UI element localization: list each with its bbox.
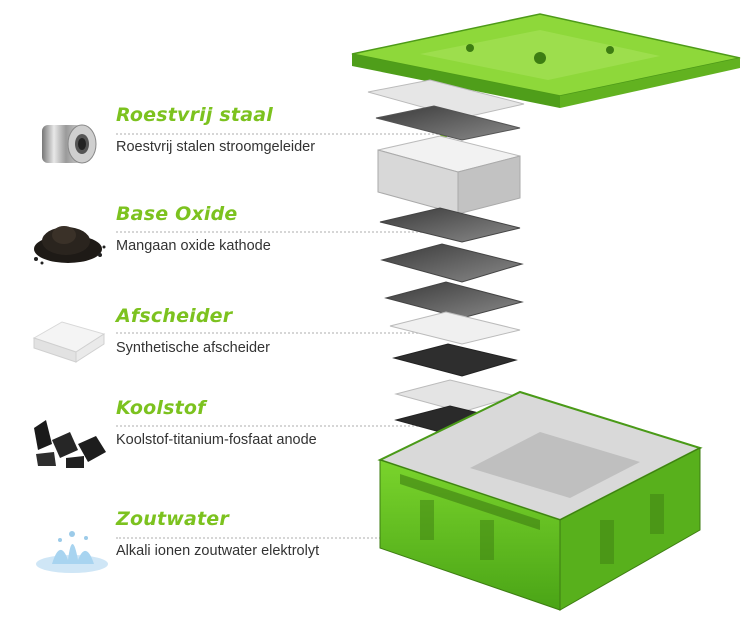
material-description: Alkali ionen zoutwater elektrolyt <box>116 543 320 559</box>
leader-line-stainless-steel <box>116 133 442 135</box>
material-title: Koolstof <box>116 397 206 419</box>
material-label-saltwater: Zoutwater Alkali ionen zoutwater elektro… <box>116 508 319 560</box>
material-description: Synthetische afscheider <box>116 340 270 356</box>
material-label-carbon: Koolstof Koolstof-titanium-fosfaat anode <box>116 397 317 449</box>
material-description: Koolstof-titanium-fosfaat anode <box>116 432 317 448</box>
carbon-chunks-icon <box>26 414 112 470</box>
leader-line-saltwater <box>116 537 520 539</box>
manganese-powder-icon <box>30 215 110 267</box>
separator-pad-icon <box>30 318 108 366</box>
stainless-steel-coil-icon <box>36 115 102 173</box>
water-splash-icon <box>32 524 112 576</box>
material-label-stainless-steel: Roestvrij staal Roestvrij stalen stroomg… <box>116 104 315 156</box>
cell-stack <box>367 79 525 439</box>
material-description: Mangaan oxide kathode <box>116 238 271 254</box>
material-title: Zoutwater <box>116 508 229 530</box>
leader-line-base-oxide <box>116 231 442 233</box>
leader-line-separator <box>116 332 442 334</box>
battery-lid <box>351 13 741 108</box>
material-label-separator: Afscheider Synthetische afscheider <box>116 305 270 357</box>
material-title: Base Oxide <box>116 203 238 225</box>
material-title: Roestvrij staal <box>116 104 273 126</box>
material-title: Afscheider <box>116 305 233 327</box>
leader-line-carbon <box>116 425 442 427</box>
material-label-base-oxide: Base Oxide Mangaan oxide kathode <box>116 203 271 255</box>
material-description: Roestvrij stalen stroomgeleider <box>116 139 316 155</box>
battery-case <box>377 390 703 611</box>
